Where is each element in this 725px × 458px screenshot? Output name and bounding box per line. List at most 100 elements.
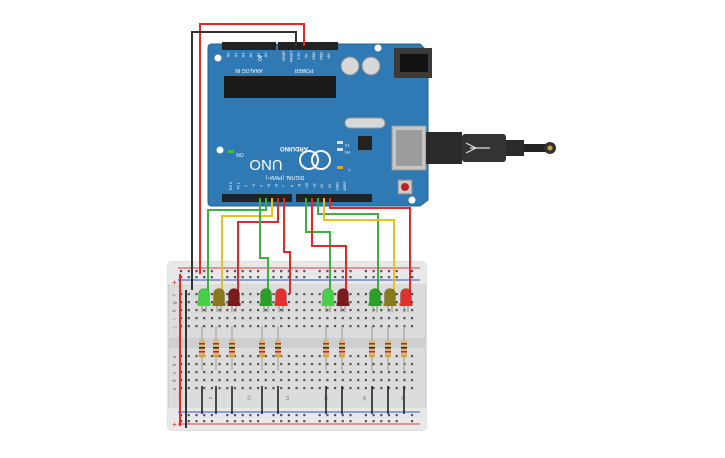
rail-hole <box>210 420 213 423</box>
power-pin-label: RESET <box>290 49 294 62</box>
rail-hole <box>203 270 206 273</box>
wire-led-green[interactable] <box>207 198 267 294</box>
led[interactable] <box>321 288 335 313</box>
breadboard-hole <box>210 301 213 304</box>
breadboard-hole <box>341 379 344 382</box>
wire-5v-red[interactable] <box>199 23 305 274</box>
rail-hole <box>395 276 398 279</box>
breadboard-hole <box>395 379 398 382</box>
led[interactable] <box>197 288 211 313</box>
breadboard-hole <box>272 301 275 304</box>
analog-header[interactable] <box>222 42 276 50</box>
resistor[interactable] <box>323 326 329 370</box>
arduino-uno-board[interactable]: A0 ANALOG IN POWER UNO ARDUINO DIGITAL (… <box>207 42 432 207</box>
ground-jumpers[interactable] <box>201 386 405 414</box>
leds[interactable] <box>197 288 413 313</box>
breadboard-hole <box>387 371 391 374</box>
resistor[interactable] <box>385 326 391 370</box>
uno-label: UNO <box>249 156 282 173</box>
wire-led-green[interactable] <box>305 198 331 294</box>
wire-led-red[interactable] <box>283 198 291 294</box>
resistor[interactable] <box>259 326 265 370</box>
breadboard-hole <box>272 325 275 328</box>
rail-hole <box>349 420 352 423</box>
rail-hole <box>411 270 414 273</box>
breadboard-hole <box>357 325 360 328</box>
breadboard-hole <box>395 371 398 374</box>
breadboard-hole <box>395 387 398 390</box>
breadboard-hole <box>195 309 198 312</box>
breadboard-hole <box>387 325 391 328</box>
breadboard-hole <box>303 379 306 382</box>
breadboard-hole <box>272 387 275 390</box>
resistor[interactable] <box>275 326 281 370</box>
wire-led-red[interactable] <box>311 198 347 294</box>
power-header[interactable] <box>278 42 338 50</box>
resistor[interactable] <box>339 326 345 370</box>
breadboard-hole <box>187 301 190 304</box>
breadboard-hole <box>334 379 337 382</box>
breadboard-hole <box>195 301 198 304</box>
rail-hole <box>334 414 337 417</box>
breadboard-hole <box>249 363 252 366</box>
breadboard-hole <box>403 379 406 382</box>
led[interactable] <box>274 288 288 313</box>
digital-header-low[interactable] <box>222 194 292 202</box>
resistor[interactable] <box>369 326 375 370</box>
resistors[interactable] <box>199 326 407 370</box>
digital-header-high[interactable] <box>296 194 372 202</box>
resistor[interactable] <box>199 326 205 370</box>
resistor[interactable] <box>229 326 235 370</box>
wires[interactable] <box>179 23 411 428</box>
breadboard-hole <box>357 363 360 366</box>
rail-hole <box>280 414 283 417</box>
wire-led-green[interactable] <box>317 198 379 294</box>
wire-led-yellow[interactable] <box>221 198 273 294</box>
breadboard-hole <box>249 301 252 304</box>
breadboard-hole <box>257 301 260 304</box>
wire-led-red[interactable] <box>237 198 279 294</box>
crystal <box>344 117 386 129</box>
digital-pin-label: 13 <box>328 184 332 188</box>
breadboard-hole <box>257 355 260 358</box>
rail-hole <box>287 276 290 279</box>
led[interactable] <box>212 288 226 313</box>
analog-in-label: ANALOG IN <box>235 67 263 73</box>
led[interactable] <box>227 288 241 313</box>
resistor[interactable] <box>213 326 219 370</box>
led[interactable] <box>368 288 382 313</box>
rail-hole <box>411 276 414 279</box>
row-letter: j <box>172 326 178 328</box>
led[interactable] <box>383 288 397 313</box>
breadboard-hole <box>349 371 352 374</box>
led[interactable] <box>259 288 273 313</box>
breadboard-hole <box>380 363 383 366</box>
wire-gnd-black[interactable] <box>191 31 297 290</box>
wire-led-green[interactable] <box>259 198 269 294</box>
analog-pin-label: A5 <box>227 53 231 58</box>
resistor[interactable] <box>401 326 407 370</box>
breadboard-hole <box>395 317 398 320</box>
breadboard-hole <box>257 309 260 312</box>
led[interactable] <box>399 288 413 313</box>
breadboard-hole <box>411 301 414 304</box>
usb-cable[interactable] <box>426 132 556 164</box>
breadboard-hole <box>364 301 367 304</box>
breadboard-hole <box>187 363 190 366</box>
rail-hole <box>334 420 337 423</box>
breadboard-hole <box>372 363 375 366</box>
atmega-chip <box>224 76 336 98</box>
digital-pin-label: 4 <box>259 185 263 187</box>
breadboard-hole <box>411 325 414 328</box>
wire-led-yellow[interactable] <box>323 198 395 294</box>
usb-plug[interactable] <box>426 132 462 164</box>
breadboard-hole <box>310 301 314 304</box>
breadboard-hole <box>180 355 183 358</box>
rail-hole <box>411 414 414 417</box>
breadboard-hole <box>226 387 229 390</box>
rail-hole <box>318 270 321 273</box>
wire-led-red[interactable] <box>329 198 411 294</box>
breadboard-hole <box>241 301 244 304</box>
led[interactable] <box>336 288 350 313</box>
